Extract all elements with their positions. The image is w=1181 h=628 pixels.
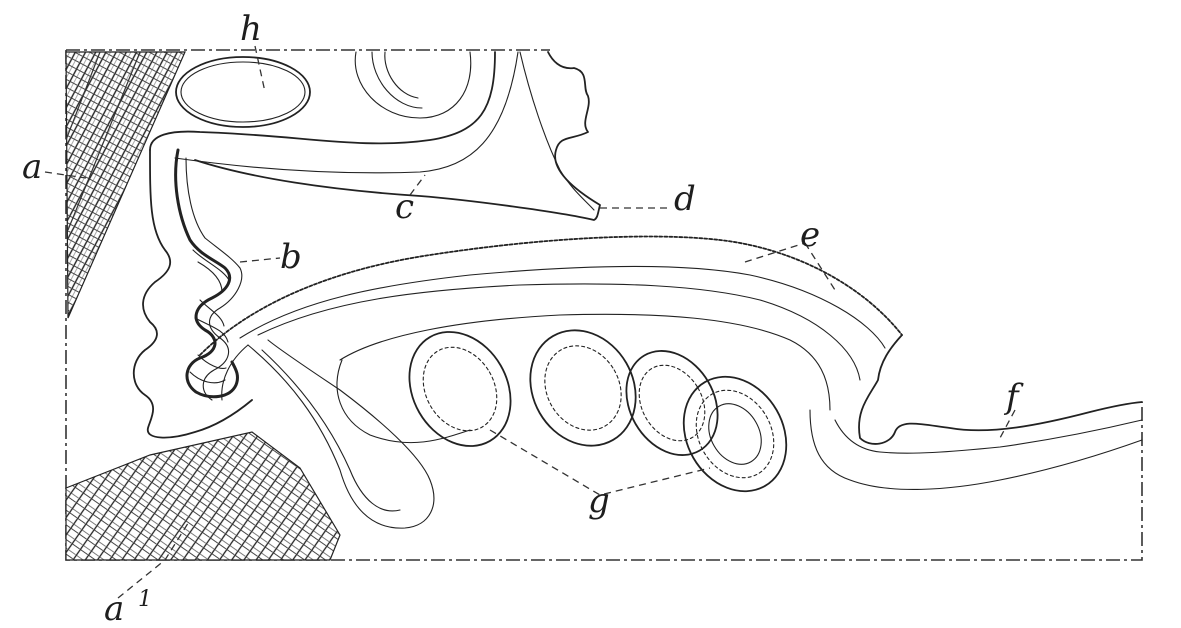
label-e: e: [800, 215, 820, 255]
label-a: a: [22, 147, 42, 187]
muscle-block-a1: [66, 432, 340, 560]
label-h: h: [240, 9, 262, 49]
label-c: c: [395, 187, 414, 227]
label-b: b: [280, 237, 302, 277]
upper-fold: [150, 52, 495, 150]
label-a1: a: [104, 589, 124, 628]
label-f: f: [1003, 377, 1024, 417]
oval-h: [176, 57, 310, 127]
right-floor: [859, 335, 1142, 444]
label-a1-sup: 1: [138, 587, 152, 612]
label-d: d: [674, 179, 696, 219]
label-g: g: [588, 481, 610, 521]
left-fold-outer: [134, 150, 252, 438]
muscle-band-a: [66, 52, 185, 318]
